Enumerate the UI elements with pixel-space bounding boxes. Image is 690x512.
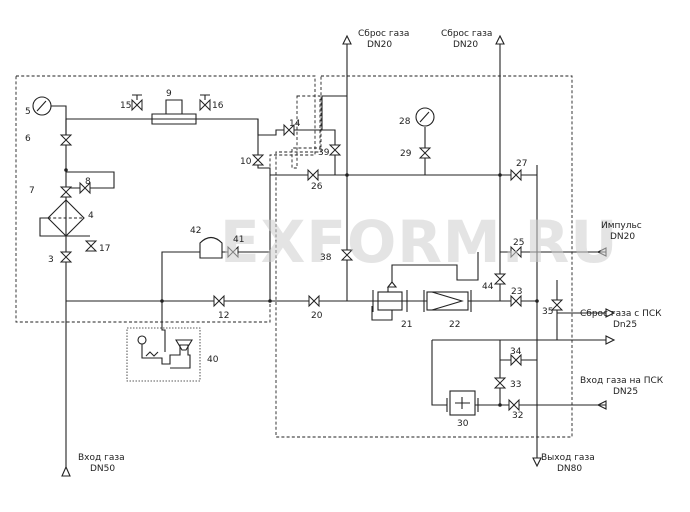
label-3: 3 — [48, 255, 54, 265]
gas-inlet-title: Вход газа — [78, 453, 125, 463]
filter-unit-enclosure — [15, 75, 316, 323]
label-26: 26 — [311, 182, 323, 192]
label-14: 14 — [289, 119, 301, 129]
label-25: 25 — [513, 238, 524, 248]
manometer-box-40 — [126, 327, 201, 382]
label-4: 4 — [88, 211, 94, 221]
psk-inlet-title: Вход газа на ПСК — [580, 376, 664, 386]
label-16: 16 — [212, 101, 224, 111]
valve-16 — [199, 98, 211, 112]
valve-17 — [84, 240, 98, 252]
psk-inlet-dn: DN25 — [613, 387, 638, 397]
label-34: 34 — [510, 347, 522, 357]
label-20: 20 — [311, 311, 323, 321]
label-17: 17 — [99, 244, 110, 254]
meter-9 — [151, 99, 197, 125]
arrow-impulse — [596, 247, 607, 257]
arrow-inlet — [61, 465, 71, 477]
flow-arrows — [61, 34, 616, 477]
label-27: 27 — [516, 159, 527, 169]
label-40: 40 — [207, 355, 219, 365]
label-39: 39 — [318, 148, 330, 158]
label-23: 23 — [511, 287, 522, 297]
valve-8 — [79, 181, 91, 195]
junctions — [64, 168, 539, 407]
psk-vent-dn: Dn25 — [613, 320, 637, 330]
label-28: 28 — [399, 117, 411, 127]
gas-outlet-title: Выход газа — [541, 453, 595, 463]
vent-left-title: Сброс газа — [358, 29, 409, 39]
valve-32 — [508, 398, 520, 412]
valve-25 — [510, 245, 522, 259]
label-44: 44 — [482, 282, 494, 292]
label-15: 15 — [120, 101, 131, 111]
valve-38 — [340, 249, 354, 261]
valve-39 — [328, 144, 342, 156]
label-9: 9 — [166, 89, 172, 99]
arrow-outlet — [532, 457, 542, 468]
label-41: 41 — [233, 235, 244, 245]
item-numbers: 3 4 5 6 7 8 9 10 12 14 15 16 17 20 21 22… — [25, 89, 553, 429]
line-labels: Сброс газа DN20 Сброс газа DN20 Импульс … — [78, 29, 664, 474]
label-22: 22 — [449, 320, 460, 330]
label-42: 42 — [190, 226, 201, 236]
valve-33 — [493, 377, 507, 389]
label-21: 21 — [401, 320, 412, 330]
gas-inlet-dn: DN50 — [90, 464, 115, 474]
shutoff-21 — [377, 291, 403, 311]
valve-44 — [493, 273, 507, 285]
impulse-title: Импульс — [601, 221, 642, 231]
label-12: 12 — [218, 311, 229, 321]
label-10: 10 — [240, 157, 252, 167]
label-32: 32 — [512, 411, 523, 421]
manometer-40-gauge — [137, 335, 147, 345]
valve-15 — [131, 98, 143, 112]
valve-14 — [283, 123, 295, 137]
valve-23 — [510, 294, 522, 308]
valve-29 — [418, 147, 432, 159]
vent-right-title: Сброс газа — [441, 29, 492, 39]
valve-41 — [227, 245, 239, 259]
vent-left-dn: DN20 — [367, 40, 392, 50]
arrow-psk-inlet — [596, 400, 607, 410]
label-30: 30 — [457, 419, 469, 429]
label-29: 29 — [400, 149, 412, 159]
label-38: 38 — [320, 253, 332, 263]
psk-30 — [449, 390, 476, 416]
valves — [59, 94, 564, 412]
valve-7 — [59, 186, 73, 198]
impulse-dn: DN20 — [610, 232, 635, 242]
watermark: EXFORM.RU — [220, 208, 618, 276]
label-35: 35 — [542, 307, 553, 317]
arrow-psk-vent — [605, 308, 616, 318]
label-6: 6 — [25, 134, 31, 144]
valve-6 — [59, 134, 73, 146]
enclosures — [15, 75, 573, 438]
valve-35 — [550, 299, 564, 311]
valve-10 — [251, 154, 265, 166]
valve-27 — [510, 168, 522, 182]
arrow-vent-right — [495, 34, 505, 45]
regulator-22 — [426, 291, 469, 311]
valve-20 — [308, 294, 320, 308]
label-7: 7 — [29, 186, 35, 196]
pot-42 — [199, 236, 223, 259]
valve-34 — [510, 353, 522, 367]
equipment — [32, 96, 479, 416]
valve-3 — [59, 251, 73, 263]
label-8: 8 — [85, 177, 91, 187]
valve-12 — [213, 294, 225, 308]
manometer-28 — [415, 107, 435, 127]
arrow-vent-left — [342, 34, 352, 45]
vent-right-dn: DN20 — [453, 40, 478, 50]
psk-vent-title: Сброс газа с ПСК — [580, 309, 662, 319]
valve-26 — [307, 168, 319, 182]
label-5: 5 — [25, 107, 31, 117]
gas-outlet-dn: DN80 — [557, 464, 582, 474]
label-33: 33 — [510, 380, 521, 390]
regulator-unit-enclosure — [275, 75, 573, 438]
